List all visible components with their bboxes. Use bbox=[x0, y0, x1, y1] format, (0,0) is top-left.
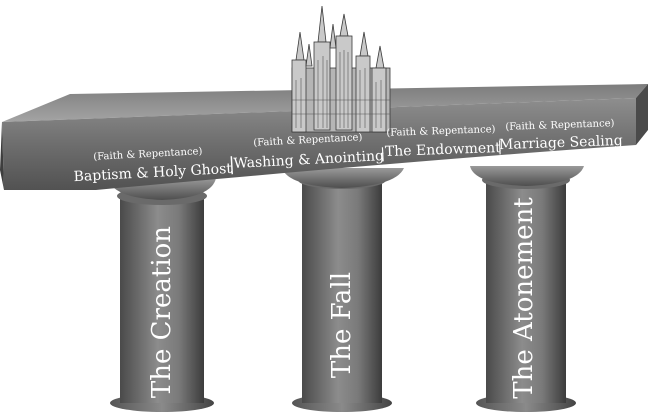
ordinance-separator-1: | bbox=[228, 154, 235, 175]
pillar-creation: The Creation bbox=[108, 178, 216, 412]
pillar-atonement: The Atonement bbox=[470, 166, 584, 412]
ordinance-separator-2: | bbox=[380, 146, 386, 162]
pillar-label-creation: The Creation bbox=[147, 226, 177, 398]
ordinance-label-washing: Washing & Anointing bbox=[233, 148, 384, 172]
ordinance-label-endowment: The Endowment bbox=[385, 140, 502, 160]
beam bbox=[0, 84, 648, 190]
temple-icon bbox=[291, 5, 391, 133]
pillar-fall: The Fall bbox=[282, 168, 404, 412]
pillar-label-fall: The Fall bbox=[327, 272, 357, 378]
beam-labels: (Faith & Repentance) (Faith & Repentance… bbox=[73, 118, 623, 185]
ordinance-label-marriage: Marriage Sealing bbox=[499, 133, 623, 153]
ordinance-separator-3: | bbox=[497, 139, 502, 155]
pillar-label-atonement: The Atonement bbox=[509, 197, 539, 399]
ordinance-note-3: (Faith & Repentance) bbox=[386, 124, 496, 139]
ordinance-note-4: (Faith & Repentance) bbox=[505, 118, 615, 133]
